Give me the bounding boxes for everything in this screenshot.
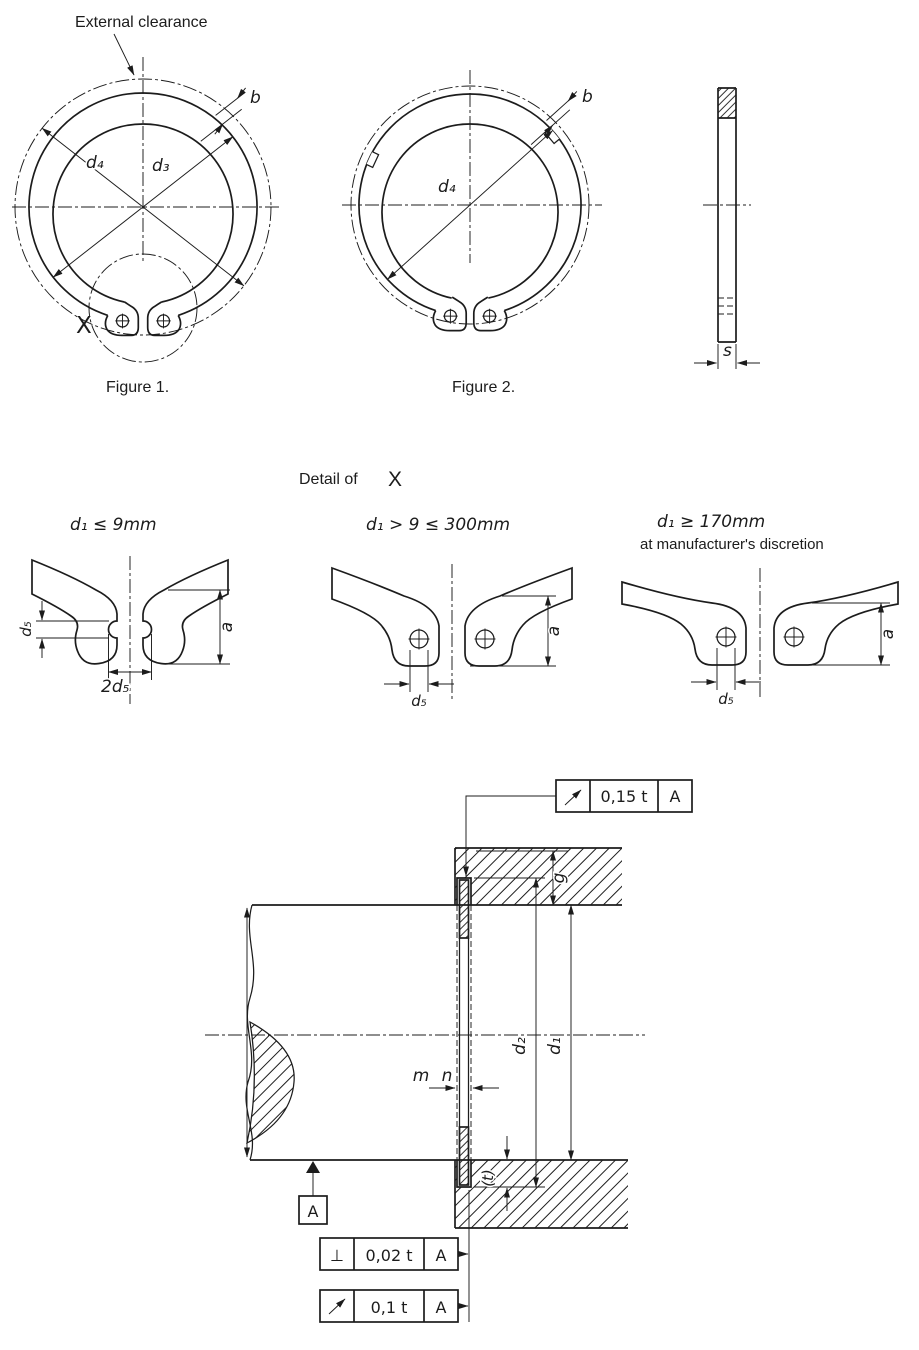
ring-side-view: s — [694, 87, 760, 369]
dim-t: (t) — [478, 1136, 510, 1211]
dim-label-d4: d₄ — [86, 153, 104, 173]
dim-label-b: b — [250, 88, 261, 108]
dim-b: b — [200, 87, 262, 142]
lug-left — [432, 296, 468, 332]
datum-triangle — [306, 1161, 320, 1173]
section-hatch — [718, 88, 736, 118]
dim-d2: d₂ — [474, 877, 545, 1188]
ring-end-left — [31, 559, 118, 665]
housing-lower-hatch — [455, 1160, 628, 1228]
tolerance-value: 0,15 t — [601, 787, 648, 806]
ring-section-lower — [459, 1127, 469, 1185]
detail-variant-1: d₁ ≤ 9mm d₅ 2d₅ a — [16, 515, 239, 704]
dim-label-m: m — [413, 1066, 430, 1086]
tolerance-frame-perpendicularity: ⊥ 0,02 t A — [319, 1237, 469, 1271]
centerlines — [12, 57, 280, 263]
dim-a: a — [790, 602, 900, 666]
clearance-circle — [14, 78, 272, 336]
dim-label-d3: d₃ — [152, 156, 170, 176]
detail-of-x: Detail of X d₁ ≤ 9mm d₅ 2d₅ — [16, 468, 900, 712]
dim-label-a: a — [878, 629, 898, 639]
tolerance-frame-runout-bottom: 0,1 t A — [319, 1289, 469, 1323]
condition-label: d₁ > 9 ≤ 300mm — [366, 515, 510, 535]
dim-label-2d5: 2d₅ — [101, 677, 130, 697]
figure-2: d₄ b Figure 2. — [342, 70, 602, 396]
groove-upper — [456, 877, 472, 905]
hidden-hole-lines — [718, 297, 736, 315]
dim-2d5: 2d₅ — [100, 634, 152, 699]
external-clearance-label: External clearance — [75, 14, 208, 31]
break-lens — [246, 1020, 295, 1145]
centerlines — [342, 70, 602, 263]
dim-s: s — [694, 340, 760, 369]
dim-m-n: m n — [411, 1065, 499, 1091]
dim-d5: d₅ — [384, 650, 454, 712]
detail-region-circle — [88, 253, 198, 363]
dim-label-t: (t) — [479, 1169, 497, 1187]
external-clearance-arrow — [113, 33, 135, 76]
detail-variant-2: d₁ > 9 ≤ 300mm d₅ a — [331, 515, 573, 712]
dim-line-d4 — [387, 130, 553, 280]
runout-icon — [328, 1298, 346, 1315]
dim-a: a — [470, 595, 566, 667]
datum-a: A — [298, 1161, 328, 1225]
dim-label-d5: d₅ — [718, 690, 734, 708]
figure1-caption: Figure 1. — [106, 379, 169, 396]
dim-b: b — [530, 86, 594, 145]
ring-outer-arc — [28, 92, 258, 317]
dim-label-b: b — [582, 87, 593, 107]
condition-label: d₁ ≤ 9mm — [70, 515, 157, 535]
dim-label-n: n — [442, 1066, 453, 1086]
dim-label-g: g — [549, 872, 569, 883]
dim-d5: d₅ — [691, 648, 761, 710]
dim-label-d5: d₅ — [17, 621, 35, 637]
figure2-caption: Figure 2. — [452, 379, 515, 396]
tolerance-value: 0,02 t — [366, 1246, 413, 1265]
tolerance-value: 0,1 t — [371, 1298, 408, 1317]
dim-g: g — [476, 850, 571, 906]
ring-end-right — [773, 581, 899, 666]
ring-end-right — [142, 559, 229, 665]
dim-label-s: s — [723, 341, 732, 361]
condition-note: at manufacturer's discretion — [640, 536, 824, 553]
groove-lower — [456, 1160, 472, 1188]
perpendicularity-icon: ⊥ — [330, 1246, 344, 1265]
housing-upper-hatch — [455, 848, 622, 905]
tolerance-datum: A — [670, 787, 681, 806]
runout-icon — [564, 789, 582, 806]
dim-label-a: a — [217, 622, 237, 632]
ring-end-left — [621, 581, 747, 666]
installation-section: A g d₂ d₁ (t) m n — [205, 779, 693, 1323]
dim-a: a — [168, 589, 239, 665]
condition-label: d₁ ≥ 170mm — [657, 512, 765, 532]
detail-x-marker: X — [76, 313, 92, 339]
tolerance-frame-runout-top: 0,15 t A — [463, 779, 693, 877]
dim-label-d1: d₁ — [545, 1037, 565, 1055]
tolerance-datum: A — [436, 1298, 447, 1317]
figure-1: External clearance d₄ d₃ b X Figure 1. — [12, 14, 280, 396]
detail-title-ref: X — [388, 468, 402, 491]
clearance-circle — [350, 85, 590, 325]
lug-right — [472, 296, 508, 332]
ring-outer-arc — [358, 93, 582, 312]
detail-title: Detail of — [299, 471, 358, 488]
ring-end-right — [464, 567, 573, 667]
dim-d5: d₅ — [16, 601, 109, 658]
detail-variant-3: d₁ ≥ 170mm at manufacturer's discretion … — [621, 512, 900, 710]
ring-end-left — [331, 567, 440, 667]
dim-label-d4: d₄ — [438, 177, 456, 197]
ring-section-upper — [459, 880, 469, 938]
ring-notch-upper-left — [366, 151, 380, 169]
dim-label-d5: d₅ — [411, 692, 427, 710]
dim-line-d3 — [52, 136, 234, 278]
dim-d1: d₁ — [544, 904, 574, 1161]
datum-label: A — [308, 1202, 319, 1221]
dim-label-a: a — [544, 626, 564, 636]
tolerance-datum: A — [436, 1246, 447, 1265]
dim-label-d2: d₂ — [510, 1037, 530, 1055]
